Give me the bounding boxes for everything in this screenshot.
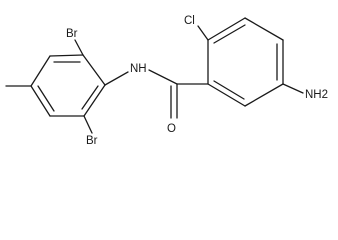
chlorine-label: Cl — [184, 15, 195, 27]
bromine-bottom-label: Br — [86, 135, 98, 147]
bond-left-ring-4 — [30, 85, 51, 117]
bond-right-ring-5 — [207, 83, 246, 107]
bond-left-ring-4-inner — [37, 85, 55, 112]
bond-right-ring-1 — [207, 17, 246, 41]
bond-left-ring-6-inner — [81, 85, 99, 110]
bond-left-ring-1 — [82, 54, 106, 86]
bond-n-ring — [104, 71, 129, 86]
amino-label: NH2 — [305, 89, 328, 101]
atom-labels: Cl NH Br Br O NH2 — [66, 15, 328, 147]
bond-c-cl — [197, 25, 209, 41]
bond-carbonyl-n — [148, 69, 178, 85]
bond-c-br-top — [74, 39, 84, 56]
bond-right-ring-2 — [244, 17, 284, 41]
bond-right-ring-4 — [244, 83, 284, 107]
oxygen-label: O — [167, 123, 176, 135]
bond-right-ring-1-inner — [213, 24, 246, 44]
bond-c-br-bottom — [83, 115, 93, 134]
bonds — [5, 17, 304, 134]
chemical-structure: Cl NH Br Br O NH2 — [5, 15, 328, 147]
amide-nh-label: NH — [130, 63, 147, 75]
bond-left-ring-3 — [30, 55, 51, 87]
bromine-top-label: Br — [66, 28, 78, 40]
bond-c-nh2 — [282, 83, 304, 94]
bond-left-ring-6 — [83, 84, 106, 117]
bond-right-ring-5-inner — [213, 80, 245, 100]
bond-left-ring-2 — [49, 54, 84, 57]
